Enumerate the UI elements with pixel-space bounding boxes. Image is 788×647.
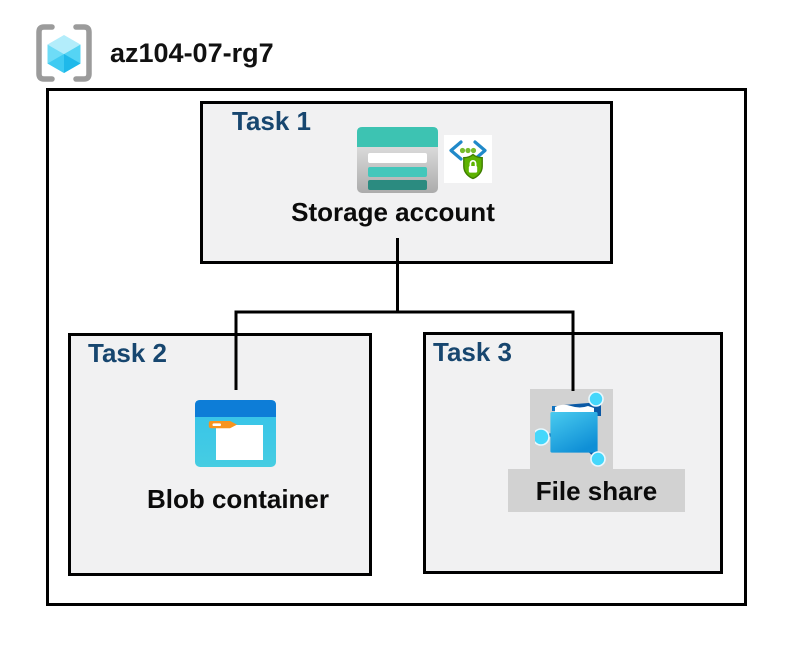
file-share-label: File share: [535, 475, 658, 506]
resource-group-title: az104-07-rg7: [110, 38, 274, 68]
task1-label: Task 1: [232, 106, 312, 136]
file-share-icon: [535, 391, 606, 467]
api-lock-icon: [444, 135, 492, 183]
resource-group-icon: [36, 24, 92, 82]
file-share-label-background: File share: [508, 469, 685, 512]
storage-account-label: Storage account: [291, 197, 495, 227]
storage-account-icon: [357, 127, 438, 193]
blob-container-label: Blob container: [146, 484, 329, 514]
task3-label: Task 3: [433, 337, 513, 367]
blob-container-icon: [195, 400, 276, 467]
task2-label: Task 2: [88, 338, 168, 368]
